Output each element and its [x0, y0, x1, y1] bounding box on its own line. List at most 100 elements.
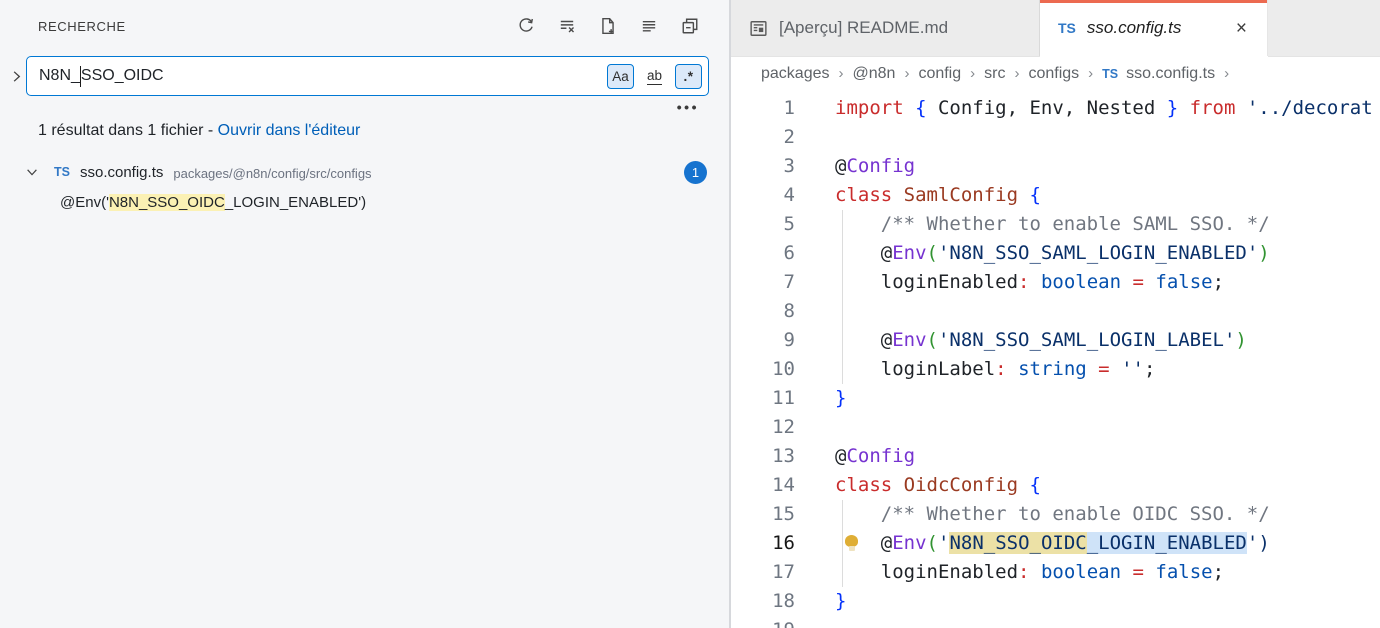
- tab-label[interactable]: sso.config.ts: [1086, 18, 1182, 37]
- line-number[interactable]: 8: [783, 300, 795, 322]
- code-line-content[interactable]: [795, 616, 1380, 628]
- breadcrumb-item[interactable]: packages: [761, 64, 830, 82]
- code-line[interactable]: 6 @Env('N8N_SSO_SAML_LOGIN_ENABLED'): [731, 239, 1380, 268]
- code-line[interactable]: 3@Config: [731, 152, 1380, 181]
- toggle-replace-chevron-icon[interactable]: [6, 66, 26, 86]
- line-number[interactable]: 5: [783, 213, 795, 235]
- code-line-content[interactable]: }: [795, 384, 1380, 413]
- line-number[interactable]: 4: [783, 184, 795, 206]
- breadcrumb-item[interactable]: src: [984, 64, 1006, 82]
- tab-readme-preview[interactable]: [Aperçu] README.md: [731, 0, 1040, 56]
- code-token: false: [1155, 271, 1213, 293]
- code-line[interactable]: 2: [731, 123, 1380, 152]
- code-token: @: [835, 155, 847, 177]
- line-number[interactable]: 10: [772, 358, 795, 380]
- chevron-down-icon[interactable]: [22, 162, 42, 182]
- code-line-content[interactable]: import { Config, Env, Nested } from '../…: [795, 94, 1380, 123]
- line-number[interactable]: 2: [783, 126, 795, 148]
- code-line-content[interactable]: loginEnabled: boolean = false;: [795, 558, 1380, 587]
- line-number[interactable]: 11: [772, 387, 795, 409]
- refresh-icon[interactable]: [515, 15, 537, 37]
- line-number[interactable]: 15: [772, 503, 795, 525]
- search-result-file-row[interactable]: TS sso.config.ts packages/@n8n/config/sr…: [0, 157, 729, 187]
- line-number[interactable]: 16: [772, 532, 795, 554]
- code-line-content[interactable]: @Env('N8N_SSO_SAML_LOGIN_LABEL'): [795, 326, 1380, 355]
- code-line[interactable]: 7 loginEnabled: boolean = false;: [731, 268, 1380, 297]
- lightbulb-icon[interactable]: [845, 535, 858, 551]
- line-number[interactable]: 7: [783, 271, 795, 293]
- open-in-editor-link[interactable]: Ouvrir dans l'éditeur: [217, 122, 361, 139]
- search-match-row[interactable]: @Env('N8N_SSO_OIDC_LOGIN_ENABLED'): [0, 187, 729, 217]
- tab-sso-config[interactable]: TS sso.config.ts ×: [1040, 0, 1268, 56]
- line-number[interactable]: 3: [783, 155, 795, 177]
- clear-search-results-icon[interactable]: [556, 15, 578, 37]
- code-line[interactable]: 12: [731, 413, 1380, 442]
- code-line[interactable]: 8: [731, 297, 1380, 326]
- close-icon[interactable]: ×: [1235, 17, 1247, 39]
- breadcrumb-separator: ›: [1224, 65, 1230, 82]
- code-line-content[interactable]: @Env('N8N_SSO_SAML_LOGIN_ENABLED'): [795, 239, 1380, 268]
- code-line[interactable]: 10 loginLabel: string = '';: [731, 355, 1380, 384]
- code-line-content[interactable]: class SamlConfig {: [795, 181, 1380, 210]
- code-line[interactable]: 9 @Env('N8N_SSO_SAML_LOGIN_LABEL'): [731, 326, 1380, 355]
- line-number[interactable]: 9: [783, 329, 795, 351]
- code-line[interactable]: 19: [731, 616, 1380, 628]
- line-number[interactable]: 6: [783, 242, 795, 264]
- line-number[interactable]: 18: [772, 590, 795, 612]
- line-number[interactable]: 14: [772, 474, 795, 496]
- code-line-content[interactable]: [795, 413, 1380, 442]
- code-token: N8N_SSO_OIDC: [949, 532, 1087, 554]
- search-input[interactable]: N8N_SSO_OIDC Aa ab .*: [26, 56, 709, 96]
- breadcrumb-item[interactable]: config: [918, 64, 962, 82]
- code-line[interactable]: 11}: [731, 384, 1380, 413]
- tab-label[interactable]: [Aperçu] README.md: [779, 18, 949, 37]
- line-number[interactable]: 1: [783, 97, 795, 119]
- typescript-file-icon: TS: [1058, 20, 1076, 36]
- match-case-toggle[interactable]: Aa: [607, 63, 634, 89]
- editor-pane: [Aperçu] README.md TS sso.config.ts × pa…: [731, 0, 1380, 628]
- breadcrumb-item[interactable]: @n8n: [852, 64, 896, 82]
- match-suffix: _LOGIN_ENABLED'): [224, 193, 367, 211]
- code-token: Env: [892, 329, 927, 351]
- code-line-content[interactable]: class OidcConfig {: [795, 471, 1380, 500]
- code-line[interactable]: 15 /** Whether to enable OIDC SSO. */: [731, 500, 1380, 529]
- code-line[interactable]: 18}: [731, 587, 1380, 616]
- ellipsis-icon[interactable]: •••: [676, 99, 699, 115]
- code-line-content[interactable]: [795, 297, 1380, 326]
- code-line-content[interactable]: }: [795, 587, 1380, 616]
- search-input-text[interactable]: N8N_SSO_OIDC: [39, 65, 607, 87]
- view-as-list-icon[interactable]: [638, 15, 660, 37]
- whole-word-toggle[interactable]: ab: [646, 67, 663, 85]
- code-line-content[interactable]: [795, 123, 1380, 152]
- code-line[interactable]: 5 /** Whether to enable SAML SSO. */: [731, 210, 1380, 239]
- line-number[interactable]: 13: [772, 445, 795, 467]
- code-line-content[interactable]: loginLabel: string = '';: [795, 355, 1380, 384]
- code-line-content[interactable]: @Config: [795, 442, 1380, 471]
- code-line[interactable]: 17 loginEnabled: boolean = false;: [731, 558, 1380, 587]
- code-line-content[interactable]: loginEnabled: boolean = false;: [795, 268, 1380, 297]
- new-search-editor-icon[interactable]: [597, 15, 619, 37]
- breadcrumb-item-file[interactable]: sso.config.ts: [1126, 64, 1216, 82]
- code-line[interactable]: 16 @Env('N8N_SSO_OIDC_LOGIN_ENABLED'): [731, 529, 1380, 558]
- breadcrumb-item[interactable]: configs: [1028, 64, 1080, 82]
- collapse-all-icon[interactable]: [679, 15, 701, 37]
- search-toolbar: [515, 15, 701, 37]
- code-line-content[interactable]: /** Whether to enable SAML SSO. */: [795, 210, 1380, 239]
- code-line-content[interactable]: @Env('N8N_SSO_OIDC_LOGIN_ENABLED'): [795, 529, 1380, 558]
- code-line-content[interactable]: /** Whether to enable OIDC SSO. */: [795, 500, 1380, 529]
- line-number[interactable]: 12: [772, 416, 795, 438]
- regex-toggle[interactable]: .*: [675, 63, 702, 89]
- panel-resize-handle[interactable]: [729, 0, 731, 628]
- line-number[interactable]: 17: [772, 561, 795, 583]
- code-token: loginEnabled: [835, 271, 1019, 293]
- code-token: Config, Env, Nested: [926, 97, 1167, 119]
- code-line[interactable]: 13@Config: [731, 442, 1380, 471]
- toggle-search-details[interactable]: •••: [0, 96, 729, 114]
- code-token: [892, 474, 903, 496]
- line-number[interactable]: 19: [731, 616, 795, 628]
- code-line-content[interactable]: @Config: [795, 152, 1380, 181]
